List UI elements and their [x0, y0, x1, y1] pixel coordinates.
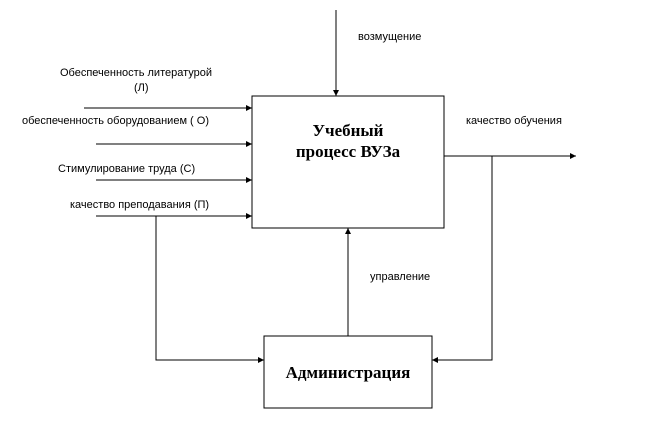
process-title-line2: процесс ВУЗа [295, 142, 401, 161]
literature-label-code: (Л) [134, 82, 149, 94]
disturbance-label: возмущение [358, 31, 422, 43]
control-label: управление [370, 271, 431, 283]
admin-title: Администрация [285, 363, 411, 382]
process-box [251, 95, 445, 229]
teaching-label: качество преподавания (П) [70, 199, 210, 211]
equipment-label: обеспеченность оборудованием ( О) [22, 115, 209, 127]
teaching-to-admin-connector [155, 216, 264, 363]
feedback-connector [432, 156, 493, 363]
admin-box [263, 335, 433, 409]
process-title-line1: Учебный [312, 121, 384, 140]
output-label: качество обучения [466, 115, 562, 127]
process-title: Учебный процесс ВУЗа [252, 120, 444, 162]
stimulation-label: Стимулирование труда (С) [58, 163, 196, 175]
literature-label: Обеспеченность литературой [60, 67, 213, 79]
